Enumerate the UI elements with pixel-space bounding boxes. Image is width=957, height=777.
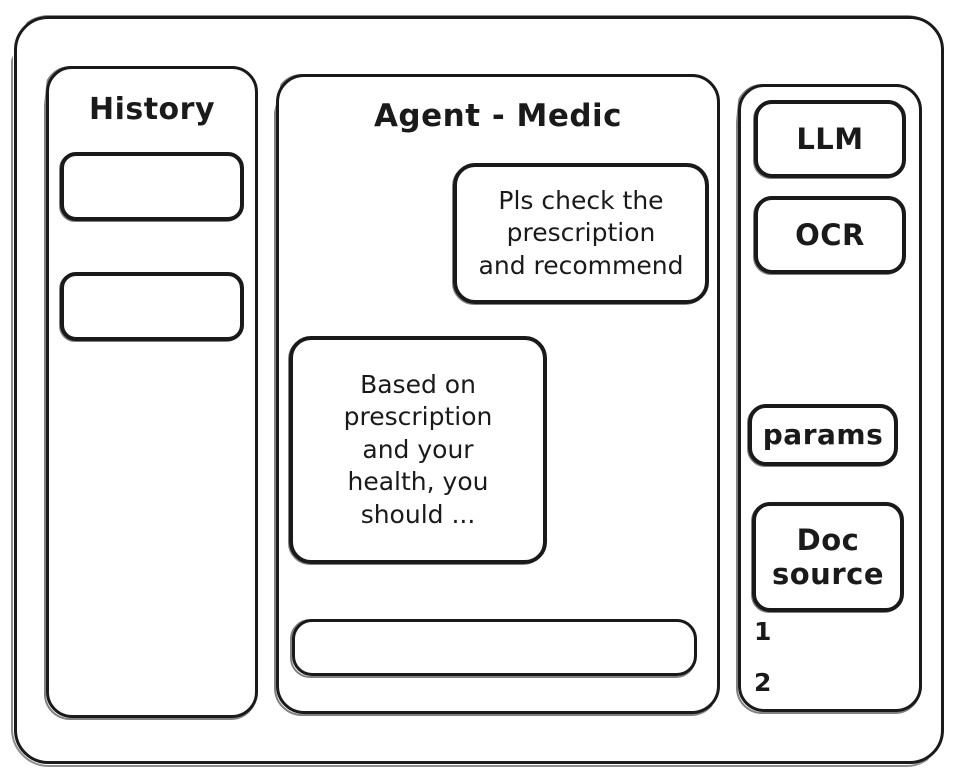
message-line: and recommend	[478, 250, 684, 280]
message-line: prescription	[506, 218, 656, 248]
tool-button-label: params	[762, 418, 884, 452]
agent-panel-title: Agent - Medic	[373, 98, 623, 134]
message-composer-input[interactable]	[292, 619, 697, 676]
history-panel-title: History	[88, 92, 216, 127]
user-message-bubble: Pls check the prescription and recommend	[453, 163, 709, 304]
doc-source-reference[interactable]: 1	[754, 617, 772, 646]
assistant-message-bubble: Based on prescription and your health, y…	[289, 336, 547, 564]
tool-button-label: OCR	[795, 217, 865, 252]
tool-button-label: LLM	[796, 121, 864, 156]
doc-source-reference[interactable]: 2	[754, 668, 772, 697]
tool-button-params[interactable]: params	[748, 404, 898, 466]
message-line: Based on	[360, 369, 476, 399]
doc-source-title-line: Doc	[796, 522, 860, 557]
doc-source-panel[interactable]: Doc source	[752, 502, 904, 612]
message-line: and your	[362, 434, 474, 464]
message-line: prescription	[343, 402, 493, 432]
tool-button-llm[interactable]: LLM	[754, 100, 906, 178]
doc-source-title-line: source	[772, 557, 884, 591]
message-line: should ...	[360, 499, 476, 529]
message-line: health, you	[347, 467, 489, 497]
history-list-item[interactable]	[60, 272, 244, 341]
tool-button-ocr[interactable]: OCR	[754, 196, 906, 274]
message-line: Pls check the	[498, 185, 664, 215]
history-list-item[interactable]	[60, 152, 244, 221]
